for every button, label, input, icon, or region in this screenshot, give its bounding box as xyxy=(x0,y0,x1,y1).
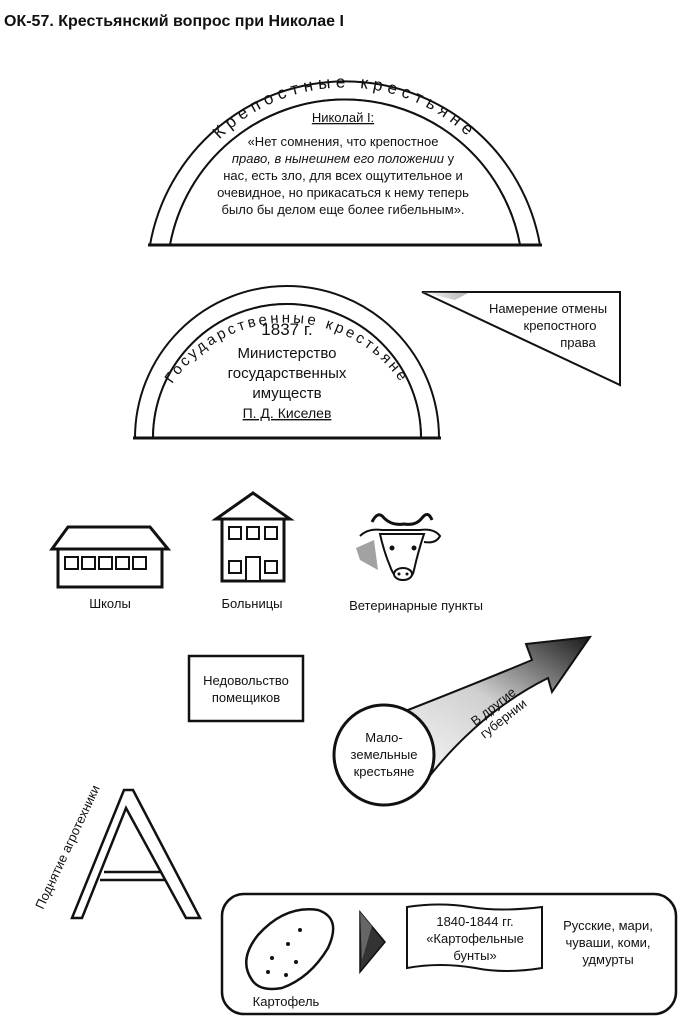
ministry-line: Министерство xyxy=(238,345,337,362)
intention-line: Намерение отмены xyxy=(489,301,607,316)
intention-block: Намерение отмены крепостного права xyxy=(421,291,621,387)
intention-triangle xyxy=(421,291,621,387)
riot-line: бунты» xyxy=(453,948,496,963)
quote-line: было бы делом еще более гибельным». xyxy=(221,202,464,217)
intention-line: права xyxy=(560,335,596,350)
discontent-line: Недовольство xyxy=(203,673,289,688)
peoples-line: чуваши, коми, xyxy=(565,935,650,950)
landless-line: крестьяне xyxy=(354,764,415,779)
institution-label: Больницы xyxy=(221,596,282,611)
state-arch: Государственные крестьяне 1837 г. Минист… xyxy=(133,285,441,440)
institution-label: Школы xyxy=(89,596,131,611)
peoples-line: удмурты xyxy=(582,952,633,967)
ministry-line: государственных xyxy=(228,365,347,382)
state-arch-inner xyxy=(151,303,423,439)
serfs-arch: Крепостные крестьяне Николай I: «Нет сом… xyxy=(148,72,542,247)
ministry-line: имуществ xyxy=(252,385,321,402)
institution-label: Ветеринарные пункты xyxy=(349,598,483,613)
quote-line: «Нет сомнения, что крепостное xyxy=(248,134,439,149)
riot-line: «Картофельные xyxy=(426,931,524,946)
hospital-building-icon xyxy=(211,491,295,583)
potato-icon xyxy=(245,908,335,991)
nicholas-speaker: Николай I: xyxy=(312,110,374,125)
landless-line: земельные xyxy=(351,747,418,762)
state-year: 1837 г. xyxy=(261,320,312,339)
quote-line: очевидное, но прикасаться к нему теперь xyxy=(217,185,469,200)
potato-panel: Картофель 1840-1844 гг. «Картофельные бу… xyxy=(220,892,678,1016)
potato-label: Картофель xyxy=(253,994,320,1009)
serfs-arch-inner xyxy=(168,98,522,246)
school-building-icon xyxy=(49,525,172,589)
discontent-line: помещиков xyxy=(212,690,280,705)
play-arrow-shade xyxy=(360,912,372,960)
triangle-shade xyxy=(422,292,470,300)
intention-line: крепостного xyxy=(524,318,597,333)
discontent-box: Недовольство помещиков xyxy=(187,654,305,723)
minister-name: П. Д. Киселев xyxy=(243,405,332,421)
quote-line: нас, есть зло, для всех ощутительное и xyxy=(223,168,463,183)
peoples-line: Русские, мари, xyxy=(563,918,653,933)
cow-head-icon xyxy=(356,513,442,582)
riot-line: 1840-1844 гг. xyxy=(436,914,513,929)
riot-flag: 1840-1844 гг. «Картофельные бунты» xyxy=(406,903,543,972)
agrotech-letter: Поднятие агротехники xyxy=(32,783,203,920)
landless-line: Мало- xyxy=(365,730,403,745)
quote-line: право, в нынешнем его положении у xyxy=(232,151,455,166)
landless-circle: Мало- земельные крестьяне xyxy=(332,703,436,807)
page-title: ОК-57. Крестьянский вопрос при Николае I xyxy=(4,13,344,30)
